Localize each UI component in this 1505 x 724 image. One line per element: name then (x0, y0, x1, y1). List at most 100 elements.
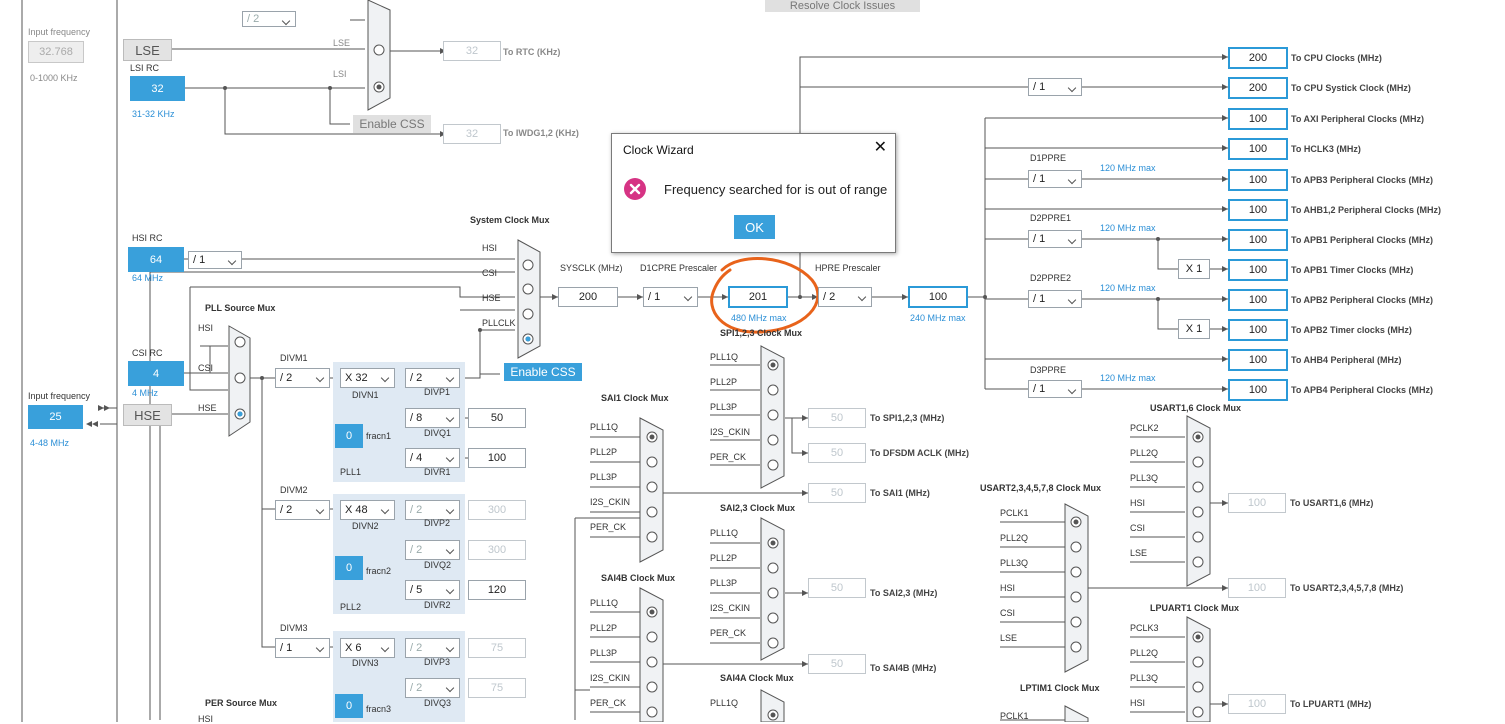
divp3-select[interactable]: / 2 (405, 638, 460, 658)
lse-top-divider-select[interactable]: / 2 (242, 11, 296, 27)
pll1q-output[interactable]: 50 (468, 408, 526, 428)
sai4b-output: 50 (808, 654, 866, 674)
sai23-output-label: To SAI2,3 (MHz) (870, 588, 938, 598)
fracn3-input[interactable]: 0 (335, 694, 363, 718)
sysclk-caption: SYSCLK (MHz) (560, 263, 623, 273)
close-icon[interactable]: ✕ (873, 139, 887, 156)
output-value-2[interactable]: 100 (1228, 108, 1288, 130)
ok-button[interactable]: OK (734, 215, 775, 239)
pll1r-output[interactable]: 100 (468, 448, 526, 468)
divm2-select[interactable]: / 2 (275, 500, 330, 520)
hse-range: 4-48 MHz (30, 438, 70, 448)
pll-source-csi-label: CSI (198, 363, 214, 373)
lptim1-mux-title: LPTIM1 Clock Mux (1020, 683, 1100, 693)
divm2-caption: DIVM2 (280, 485, 308, 495)
usart2-input-2: PLL3Q (1000, 558, 1029, 568)
output-value-3[interactable]: 100 (1228, 138, 1288, 160)
hpre-caption: HPRE Prescaler (815, 263, 881, 273)
divq2-caption: DIVQ2 (424, 560, 452, 570)
divq3-select[interactable]: / 2 (405, 678, 460, 698)
d2ppre1-max: 120 MHz max (1100, 223, 1156, 233)
spi-input-3: I2S_CKIN (710, 427, 751, 437)
lpuart1-mux-title: LPUART1 Clock Mux (1150, 603, 1240, 613)
rtc-mux-lsi-label: LSI (333, 69, 347, 79)
d1cpre-caption: D1CPRE Prescaler (640, 263, 718, 273)
d3ppre-caption: D3PPRE (1030, 365, 1067, 375)
d1cpre-output[interactable]: 201 (728, 286, 788, 308)
divr1-select[interactable]: / 4 (405, 448, 460, 468)
sai23-mux-title: SAI2,3 Clock Mux (720, 503, 796, 513)
pll3p-output[interactable]: 75 (468, 638, 526, 658)
hsi-divider-select[interactable]: / 1 (188, 251, 242, 269)
output-value-5[interactable]: 100 (1228, 199, 1288, 221)
usart16-output-label: To USART1,6 (MHz) (1290, 498, 1374, 508)
output-value-7[interactable]: 100 (1228, 259, 1288, 281)
divp2-select[interactable]: / 2 (405, 500, 460, 520)
divm3-select[interactable]: / 1 (275, 638, 330, 658)
d2ppre2-select[interactable]: / 1 (1028, 290, 1082, 308)
fracn2-input[interactable]: 0 (335, 556, 363, 580)
divr1-caption: DIVR1 (424, 467, 451, 477)
sai23-input-2: PLL3P (710, 578, 738, 588)
sysmux-hse-label: HSE (482, 293, 501, 303)
divp1-select[interactable]: / 2 (405, 368, 460, 388)
divq2-select[interactable]: / 2 (405, 540, 460, 560)
pll2r-output[interactable]: 120 (468, 580, 526, 600)
lse-enable-css-button[interactable]: Enable CSS (353, 115, 431, 133)
usart16-input-0: PCLK2 (1130, 423, 1159, 433)
divq3-caption: DIVQ3 (424, 698, 452, 708)
dialog-message: Frequency searched for is out of range (664, 182, 888, 197)
fracn3-caption: fracn3 (366, 704, 392, 714)
d3ppre-select[interactable]: / 1 (1028, 380, 1082, 398)
usart16-input-4: CSI (1130, 523, 1146, 533)
rtc-output-label: To RTC (KHz) (503, 47, 561, 57)
divn2-select[interactable]: X 48 (340, 500, 395, 520)
output-value-11[interactable]: 100 (1228, 379, 1288, 401)
output-label-2: To AXI Peripheral Clocks (MHz) (1291, 114, 1425, 124)
hse-source: HSE (123, 404, 172, 426)
output-label-3: To HCLK3 (MHz) (1291, 144, 1361, 154)
divr2-select[interactable]: / 5 (405, 580, 460, 600)
csi-range: 4 MHz (132, 388, 159, 398)
output-value-1[interactable]: 200 (1228, 77, 1288, 99)
clock-wizard-dialog: Clock Wizard ✕ Frequency searched for is… (611, 133, 896, 253)
sysclk-enable-css-button[interactable]: Enable CSS (504, 363, 582, 381)
fracn1-input[interactable]: 0 (335, 424, 363, 448)
lse-frequency-input[interactable]: 32.768 (28, 41, 84, 63)
divn3-select[interactable]: X 6 (340, 638, 395, 658)
usart16-input-5: LSE (1130, 548, 1148, 558)
usart16-input-1: PLL2Q (1130, 448, 1159, 458)
output-value-9[interactable]: 100 (1228, 319, 1288, 341)
output-value-0[interactable]: 200 (1228, 47, 1288, 69)
divr2-caption: DIVR2 (424, 600, 451, 610)
usart2-mux-title: USART2,3,4,5,7,8 Clock Mux (980, 483, 1102, 493)
divq1-select[interactable]: / 8 (405, 408, 460, 428)
usart16-mux-title: USART1,6 Clock Mux (1150, 403, 1242, 413)
divn1-select[interactable]: X 32 (340, 368, 395, 388)
pll3q-output[interactable]: 75 (468, 678, 526, 698)
output-value-6[interactable]: 100 (1228, 229, 1288, 251)
hclk-max: 240 MHz max (910, 313, 966, 323)
pll2p-output[interactable]: 300 (468, 500, 526, 520)
output-label-5: To AHB1,2 Peripheral Clocks (MHz) (1291, 205, 1442, 215)
sysclk-value[interactable]: 200 (558, 287, 618, 307)
output-value-8[interactable]: 100 (1228, 289, 1288, 311)
hpre-select[interactable]: / 2 (818, 287, 872, 307)
resolve-clock-issues-button[interactable]: Resolve Clock Issues (765, 0, 920, 12)
d1cpre-select[interactable]: / 1 (643, 287, 698, 307)
d2ppre1-select[interactable]: / 1 (1028, 230, 1082, 248)
pll2q-output[interactable]: 300 (468, 540, 526, 560)
d3ppre-max: 120 MHz max (1100, 373, 1156, 383)
output-value-10[interactable]: 100 (1228, 349, 1288, 371)
systick-divider-select[interactable]: / 1 (1028, 78, 1082, 96)
iwdg-output-label: To IWDG1,2 (KHz) (503, 128, 579, 138)
lpuart-input-1: PLL2Q (1130, 648, 1159, 658)
divm1-caption: DIVM1 (280, 353, 308, 363)
hclk-value[interactable]: 100 (908, 286, 968, 308)
hse-frequency-input[interactable]: 25 (28, 405, 83, 429)
output-value-4[interactable]: 100 (1228, 169, 1288, 191)
divm1-select[interactable]: / 2 (275, 368, 330, 388)
lpuart-input-0: PCLK3 (1130, 623, 1159, 633)
d1ppre-select[interactable]: / 1 (1028, 170, 1082, 188)
